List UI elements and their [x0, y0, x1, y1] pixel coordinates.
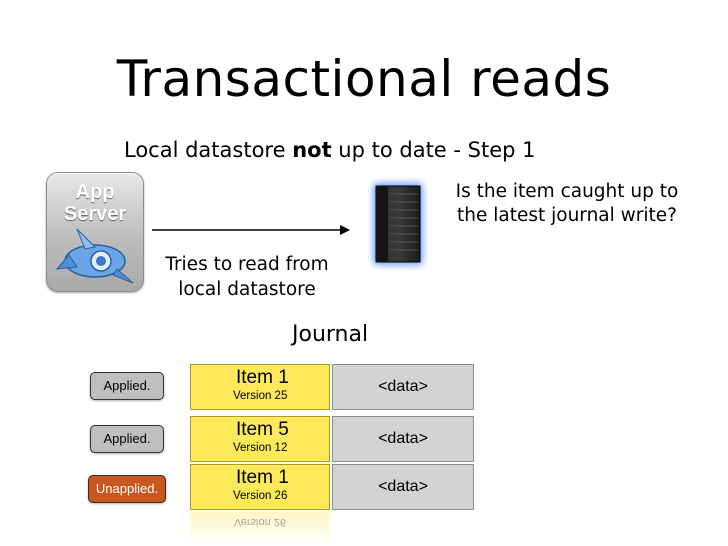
- item-version: Version 26: [233, 490, 287, 502]
- item-name: Item 1: [236, 467, 289, 489]
- server-tower-icon: [368, 178, 428, 270]
- app-engine-plane-icon: [55, 225, 135, 285]
- item-version: Version 12: [233, 442, 287, 454]
- reflection: Version 26: [190, 512, 330, 546]
- slide-title: Transactional reads: [0, 50, 728, 108]
- app-server-icon: App Server: [46, 172, 144, 292]
- journal-item-cell: Item 5 Version 12: [190, 416, 330, 462]
- item-version: Version 25: [233, 390, 287, 402]
- status-badge: Applied.: [90, 425, 164, 453]
- subtitle-before: Local datastore: [124, 138, 292, 162]
- slide-subtitle: Local datastore not up to date - Step 1: [124, 138, 536, 162]
- journal-data-cell: <data>: [332, 464, 474, 510]
- journal-item-cell: Item 1 Version 25: [190, 364, 330, 410]
- question-text: Is the item caught up to the latest jour…: [454, 180, 680, 228]
- journal-label: Journal: [292, 322, 368, 347]
- status-badge: Applied.: [90, 372, 164, 400]
- status-badge: Unapplied.: [88, 475, 166, 503]
- app-server-label-line2: Server: [47, 203, 143, 225]
- journal-data-cell: <data>: [332, 416, 474, 462]
- right-arrow-icon: [152, 222, 352, 238]
- app-server-label-line1: App: [47, 181, 143, 203]
- item-name: Item 5: [236, 419, 289, 441]
- item-name: Item 1: [236, 367, 289, 389]
- reflection-text: Version 26: [190, 516, 330, 528]
- journal-data-cell: <data>: [332, 364, 474, 410]
- journal-item-cell: Item 1 Version 26: [190, 464, 330, 510]
- subtitle-emphasis: not: [292, 138, 331, 162]
- tries-to-read-label: Tries to read from local datastore: [152, 252, 342, 302]
- subtitle-after: up to date - Step 1: [332, 138, 536, 162]
